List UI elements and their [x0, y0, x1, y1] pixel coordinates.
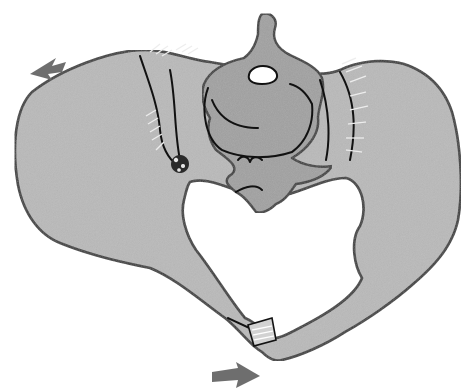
left-sacroiliac-knot	[171, 155, 189, 173]
arrow-right-icon	[212, 362, 260, 388]
vertebral-foramen	[249, 66, 277, 84]
